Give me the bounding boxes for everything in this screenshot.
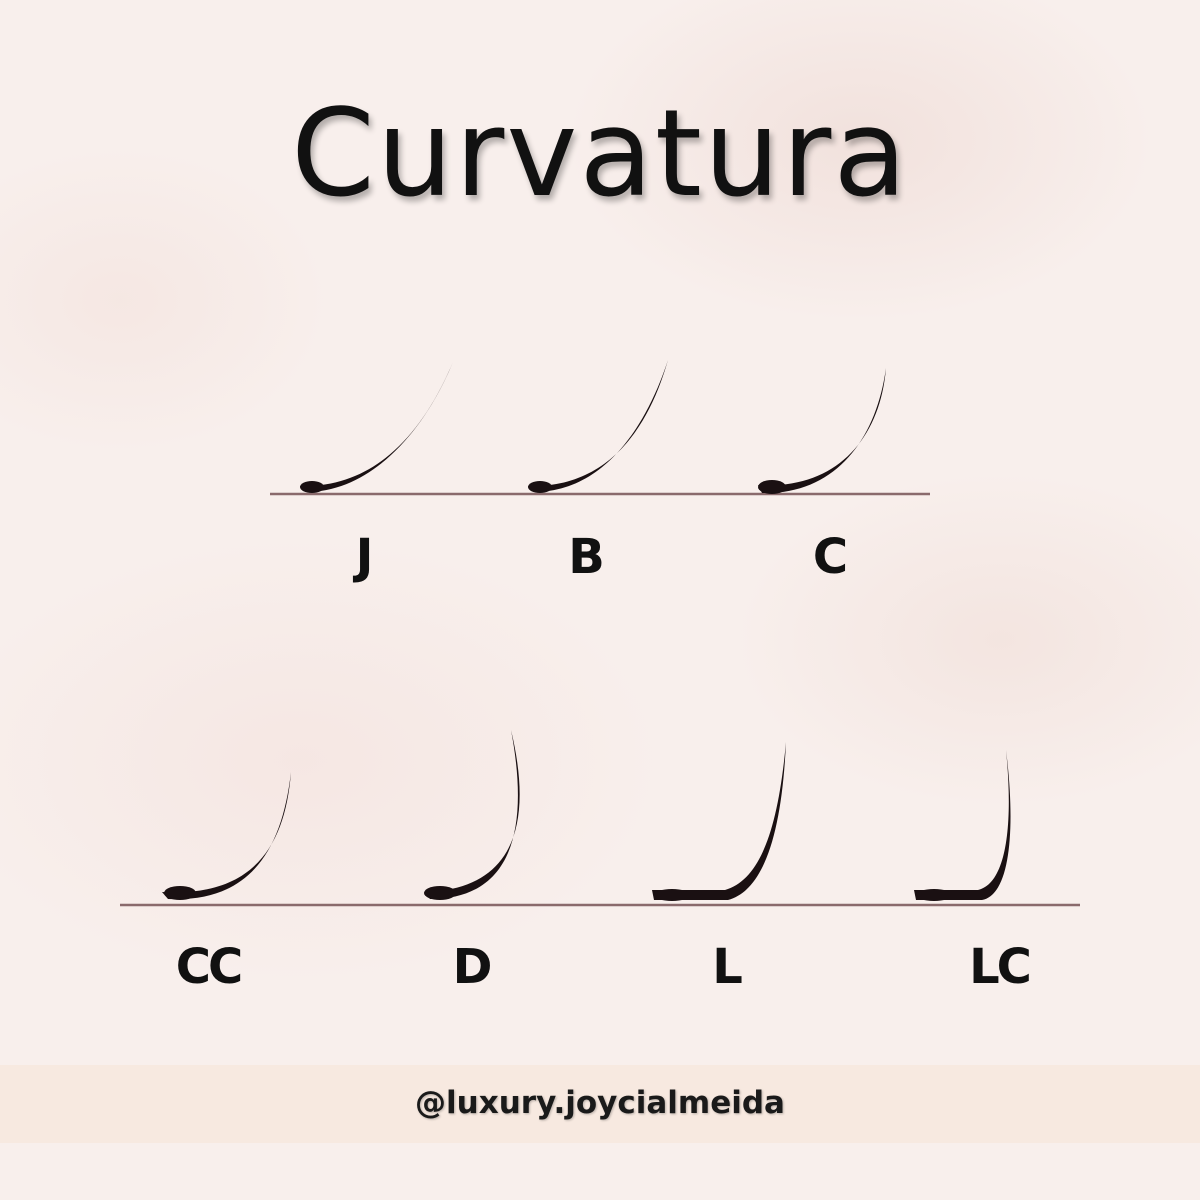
label-lc: LC — [969, 939, 1032, 995]
lash-l — [652, 742, 786, 901]
lash-d — [424, 730, 520, 900]
lash-b — [528, 360, 668, 493]
label-d: D — [452, 939, 493, 995]
lash-j — [300, 362, 453, 493]
social-handle: @luxury.joycialmeida — [415, 1085, 785, 1121]
lash-lc — [914, 750, 1011, 901]
label-b: B — [568, 529, 605, 585]
footer-band — [0, 1065, 1200, 1143]
label-c: C — [812, 529, 848, 585]
label-l: L — [712, 939, 743, 995]
page-title: Curvatura — [291, 85, 909, 224]
label-j: J — [355, 529, 374, 585]
label-cc: CC — [175, 939, 243, 995]
lash-c — [758, 368, 886, 494]
lash-cc — [162, 772, 291, 900]
